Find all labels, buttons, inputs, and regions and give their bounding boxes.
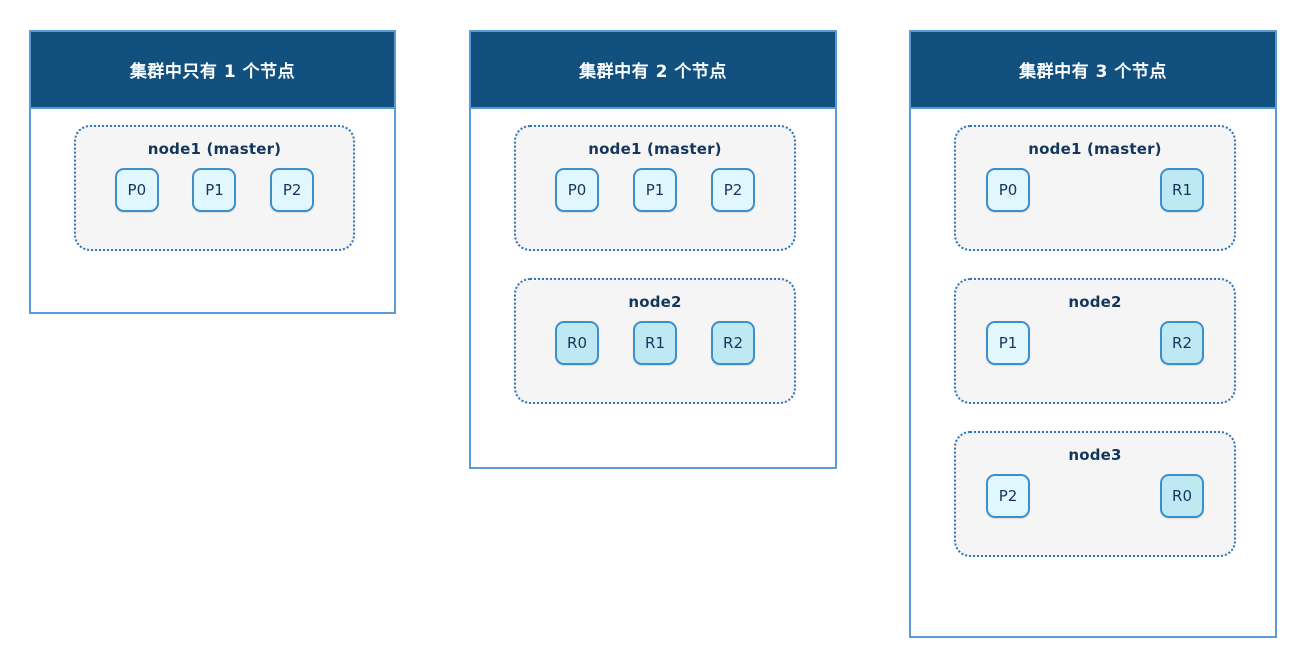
shard-box-r2: R2	[711, 321, 755, 365]
shard-box-r2: R2	[1160, 321, 1204, 365]
panel-body-1: node1 (master) P0 P1 P2	[31, 109, 394, 312]
shard-box-p0: P0	[986, 168, 1030, 212]
shard-box-p2: P2	[270, 168, 315, 212]
shard-row: P2 R0	[978, 473, 1212, 519]
node-container-node2: node2 R0 R1 R2	[514, 278, 796, 404]
node-label: node3	[1068, 446, 1122, 464]
shard-row: P0 P1 P2	[98, 167, 331, 213]
shard-box-p1: P1	[986, 321, 1030, 365]
cluster-panel-2-nodes: 集群中有 2 个节点 node1 (master) P0 P1 P2 node2…	[469, 30, 837, 469]
shard-box-r0: R0	[555, 321, 599, 365]
node-label: node1 (master)	[1028, 140, 1162, 158]
node-container-node1: node1 (master) P0 P1 P2	[514, 125, 796, 251]
panel-title-3: 集群中有 3 个节点	[911, 32, 1275, 109]
node-container-node1: node1 (master) P0 R1	[954, 125, 1236, 251]
node-container-node2: node2 P1 R2	[954, 278, 1236, 404]
panel-title-1: 集群中只有 1 个节点	[31, 32, 394, 109]
shard-box-r1: R1	[633, 321, 677, 365]
panel-title-2: 集群中有 2 个节点	[471, 32, 835, 109]
panel-body-2: node1 (master) P0 P1 P2 node2 R0 R1 R2	[471, 109, 835, 467]
node-label: node1 (master)	[588, 140, 722, 158]
shard-box-r1: R1	[1160, 168, 1204, 212]
shard-box-r0: R0	[1160, 474, 1204, 518]
shard-row: P0 P1 P2	[538, 167, 772, 213]
panel-body-3: node1 (master) P0 R1 node2 P1 R2 node3 P…	[911, 109, 1275, 636]
node-label: node2	[1068, 293, 1122, 311]
shard-box-p2: P2	[986, 474, 1030, 518]
shard-row: P0 R1	[978, 167, 1212, 213]
cluster-panel-3-nodes: 集群中有 3 个节点 node1 (master) P0 R1 node2 P1…	[909, 30, 1277, 638]
shard-box-p1: P1	[192, 168, 237, 212]
node-label: node2	[628, 293, 682, 311]
node-label: node1 (master)	[147, 140, 282, 158]
cluster-panel-1-node: 集群中只有 1 个节点 node1 (master) P0 P1 P2	[29, 30, 396, 314]
shard-box-p1: P1	[633, 168, 677, 212]
node-container-node1: node1 (master) P0 P1 P2	[74, 125, 355, 251]
shard-box-p0: P0	[555, 168, 599, 212]
shard-row: P1 R2	[978, 320, 1212, 366]
shard-row: R0 R1 R2	[538, 320, 772, 366]
node-container-node3: node3 P2 R0	[954, 431, 1236, 557]
shard-box-p0: P0	[114, 168, 159, 212]
shard-box-p2: P2	[711, 168, 755, 212]
